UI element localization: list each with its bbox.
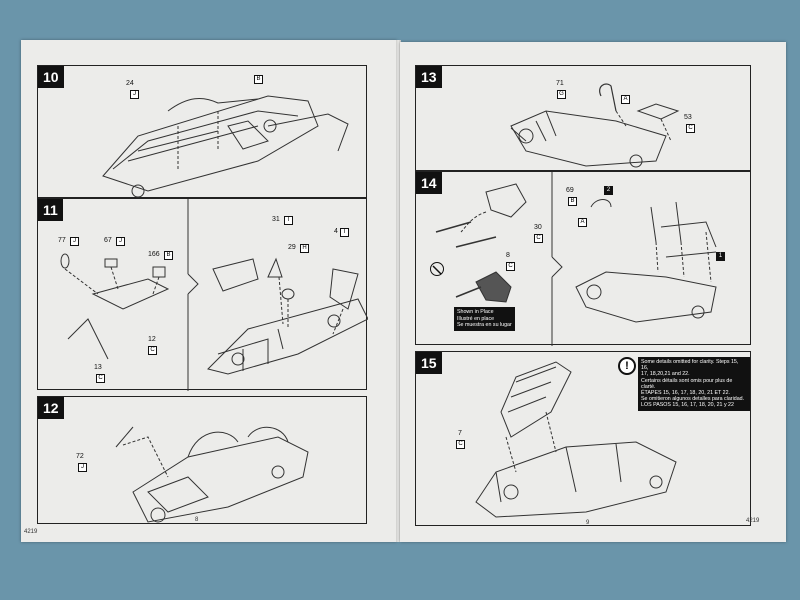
- note-line: Illustré en place: [457, 315, 495, 322]
- page-number: 8: [195, 517, 199, 523]
- right-page: 13 71 G 53 C A 14: [400, 42, 786, 542]
- notice-line: 17, 18,20,21 and 22.: [641, 371, 690, 378]
- part-number: 29: [288, 244, 296, 251]
- catalog-code: 4219: [746, 518, 760, 524]
- note-line: Shown in Place: [457, 309, 494, 315]
- parts-tree-label: C: [456, 440, 465, 449]
- callout-label: B: [254, 75, 263, 84]
- page-number: 9: [586, 520, 590, 526]
- parts-tree-label: C: [96, 374, 105, 383]
- parts-tree-label: H: [300, 244, 309, 253]
- parts-tree-label: G: [557, 90, 566, 99]
- step-number: 13: [416, 66, 442, 88]
- callout-label: 1: [716, 252, 725, 261]
- exclamation-icon: !: [618, 357, 636, 375]
- part-number: 166: [148, 251, 160, 258]
- callout-label: 2: [604, 186, 613, 195]
- parts-tree-label: J: [78, 463, 87, 472]
- step-number: 11: [38, 199, 63, 221]
- note-line: Se muestra en su lugar: [457, 322, 512, 329]
- step-10-panel: 10 24 J B: [37, 65, 367, 198]
- part-number: 30: [534, 224, 542, 231]
- part-number: 13: [94, 364, 102, 371]
- notice-line: LOS PASOS 15, 16, 17, 18, 20, 21 y 22: [641, 402, 734, 409]
- parts-tree-label: B: [164, 251, 173, 260]
- notice-line: Se omitieron algunos detalles para clari…: [641, 396, 745, 403]
- part-number: 31: [272, 216, 280, 223]
- shown-in-place-note: Shown in Place Illustré en place Se mues…: [454, 307, 515, 331]
- part-number: 12: [148, 336, 156, 343]
- left-page: 10 24 J B 11: [21, 40, 397, 542]
- rollbar-install-illustration: [475, 361, 677, 518]
- callout-label: A: [621, 95, 630, 104]
- page-fold: [396, 40, 401, 542]
- part-number: 72: [76, 453, 84, 460]
- parts-tree-label: C: [148, 346, 157, 355]
- parts-tree-label: C: [506, 262, 515, 271]
- part-number: 53: [684, 114, 692, 121]
- step-14-panel: 14 30 C 8 C 69 B A 2 1 Sh: [415, 171, 751, 346]
- step-12-panel: 12 72 J: [37, 396, 367, 524]
- rear-body-illustration: [510, 83, 680, 168]
- parts-tree-label: C: [534, 234, 543, 243]
- parts-tree-label: J: [130, 90, 139, 99]
- part-number: 69: [566, 187, 574, 194]
- step-13-panel: 13 71 G 53 C A: [415, 65, 751, 171]
- rollcage-illustration: [435, 172, 717, 346]
- part-number: 24: [126, 80, 134, 87]
- step-15-panel: 15 7 C ! Some details omitted for clarit…: [415, 351, 751, 526]
- notice-line: ÉTAPES 15, 16, 17, 18, 20, 21 ET 22.: [641, 390, 731, 397]
- part-number: 4: [334, 228, 338, 235]
- catalog-code: 4219: [24, 529, 38, 535]
- step-11-panel: 11 77 J 67 J 166 B 12: [37, 198, 368, 391]
- notice-line: Some details omitted for clarity. Steps …: [641, 359, 739, 372]
- step-number: 10: [38, 66, 64, 88]
- part-number: 67: [104, 237, 112, 244]
- parts-tree-label: I: [340, 228, 349, 237]
- parts-tree-label: B: [568, 197, 577, 206]
- step-number: 15: [416, 352, 442, 374]
- parts-tree-label: J: [70, 237, 79, 246]
- cockpit-parts-illustration: [60, 199, 368, 391]
- step-number: 14: [416, 172, 442, 194]
- seat-install-illustration: [115, 426, 309, 523]
- step-number: 12: [38, 397, 64, 419]
- notice-line: Certains détails sont omis pour plus de …: [641, 377, 733, 390]
- part-number: 71: [556, 80, 564, 87]
- no-symbol-icon: [430, 262, 444, 276]
- part-number: 77: [58, 237, 66, 244]
- callout-label: A: [578, 218, 587, 227]
- part-number: 8: [506, 252, 510, 259]
- chassis-illustration: [102, 95, 349, 198]
- parts-tree-label: J: [116, 237, 125, 246]
- part-number: 7: [458, 430, 462, 437]
- parts-tree-label: C: [686, 124, 695, 133]
- omitted-details-notice: Some details omitted for clarity. Steps …: [638, 357, 750, 411]
- parts-tree-label: I: [284, 216, 293, 225]
